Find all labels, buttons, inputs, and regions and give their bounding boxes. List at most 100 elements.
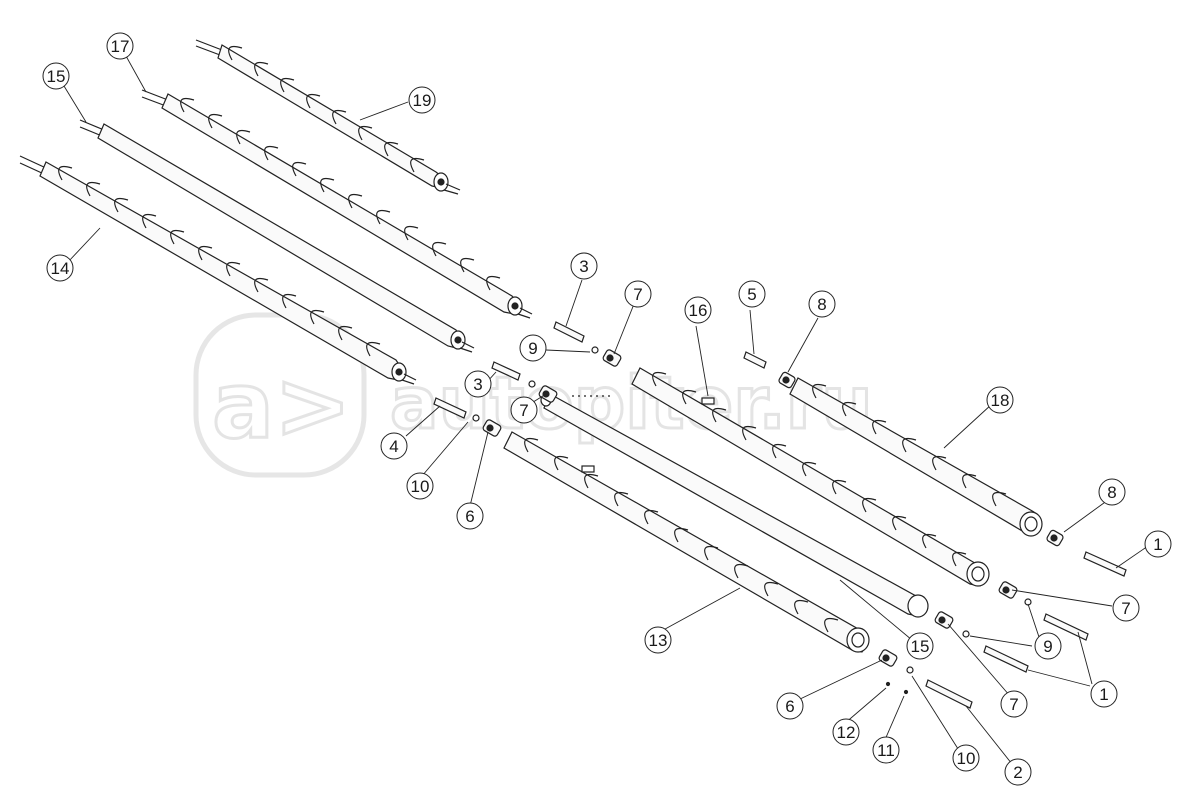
callout-number: 10 <box>957 749 976 768</box>
callout-18: 18 <box>986 386 1014 414</box>
callout-circle <box>1004 758 1032 786</box>
pin-1-middle <box>1043 613 1089 641</box>
callout-7: 7 <box>1000 690 1028 718</box>
callout-circle <box>624 280 652 308</box>
callout-circle <box>408 86 436 114</box>
auger-shaft-16 <box>631 367 990 587</box>
callout-7: 7 <box>1112 594 1140 622</box>
callout-number: 3 <box>579 257 588 276</box>
callout-number: 7 <box>633 285 642 304</box>
callout-circle <box>1144 530 1172 558</box>
callout-3: 3 <box>464 370 492 398</box>
callout-6: 6 <box>456 502 484 530</box>
callout-number: 1 <box>1099 685 1108 704</box>
callout-circle <box>832 718 860 746</box>
callout-19: 19 <box>408 86 436 114</box>
bushing-6-lower <box>878 649 898 667</box>
callout-6: 6 <box>776 692 804 720</box>
callout-number: 16 <box>689 301 708 320</box>
callout-circle <box>986 386 1014 414</box>
callout-circle <box>906 632 934 660</box>
callout-8: 8 <box>1098 478 1126 506</box>
callout-5: 5 <box>738 280 766 308</box>
bushing-7-upper <box>602 349 622 367</box>
callout-number: 15 <box>47 67 66 86</box>
plain-tube-15-lower <box>540 393 929 618</box>
callout-number: 7 <box>519 401 528 420</box>
callout-number: 9 <box>528 339 537 358</box>
screw-11 <box>903 689 909 695</box>
callout-13: 13 <box>644 626 672 654</box>
callout-circle <box>1090 680 1118 708</box>
bushing-7-right <box>998 581 1018 599</box>
callout-circle <box>738 280 766 308</box>
callout-8: 8 <box>808 290 836 318</box>
bushing-7-lower <box>934 611 954 629</box>
callout-3: 3 <box>570 252 598 280</box>
callout-10: 10 <box>952 744 980 772</box>
callout-circle <box>684 296 712 324</box>
leader-lines <box>63 55 1149 765</box>
callout-1: 1 <box>1144 530 1172 558</box>
callout-number: 1 <box>1153 535 1162 554</box>
callout-number: 17 <box>111 37 130 56</box>
callout-circle <box>872 736 900 764</box>
auger-shaft-13 <box>503 431 870 653</box>
callout-circle <box>106 32 134 60</box>
ring-9-middle <box>528 380 536 388</box>
auger-shaft-19 <box>195 39 461 195</box>
bushing-8-upper <box>778 371 796 389</box>
watermark-brand-text: autopiter.ru <box>390 361 873 445</box>
callout-number: 19 <box>413 91 432 110</box>
auger-shaft-18 <box>789 377 1043 537</box>
callout-circle <box>1112 594 1140 622</box>
callout-number: 8 <box>817 295 826 314</box>
pin-3-middle <box>491 361 521 381</box>
plain-tube-15-upper <box>79 119 475 353</box>
callout-14: 14 <box>46 254 74 282</box>
watermark-logo-glyph: a> <box>212 352 351 459</box>
callout-number: 11 <box>877 741 895 760</box>
callout-number: 7 <box>1121 599 1130 618</box>
ring-9-lower <box>962 630 970 638</box>
auger-shaft-17 <box>141 89 533 319</box>
callout-number: 18 <box>991 391 1010 410</box>
callout-circle <box>644 626 672 654</box>
callout-10: 10 <box>406 472 434 500</box>
callout-16: 16 <box>684 296 712 324</box>
callout-circle <box>570 252 598 280</box>
callout-number: 2 <box>1013 763 1022 782</box>
callout-number: 15 <box>911 637 930 656</box>
pin-3-upper <box>553 321 585 343</box>
callout-17: 17 <box>106 32 134 60</box>
callout-number: 3 <box>473 375 482 394</box>
callout-number: 7 <box>1009 695 1018 714</box>
callout-circle <box>456 502 484 530</box>
pin-2 <box>925 679 973 709</box>
callout-circle <box>406 472 434 500</box>
callout-circle <box>464 370 492 398</box>
callout-number: 6 <box>465 507 474 526</box>
callout-number: 8 <box>1107 483 1116 502</box>
callout-11: 11 <box>872 736 900 764</box>
auger-shaft-14 <box>19 155 417 385</box>
callout-1: 1 <box>1090 680 1118 708</box>
callout-circle <box>519 334 547 362</box>
pin-4 <box>433 397 467 419</box>
callout-number: 10 <box>411 477 430 496</box>
callout-9: 9 <box>1034 632 1062 660</box>
callout-number: 9 <box>1043 637 1052 656</box>
callout-4: 4 <box>380 432 408 460</box>
callout-7: 7 <box>624 280 652 308</box>
pin-1-upper <box>1083 551 1127 577</box>
callout-15: 15 <box>42 62 70 90</box>
callout-circle <box>1000 690 1028 718</box>
callout-circle <box>776 692 804 720</box>
callout-9: 9 <box>519 334 547 362</box>
callout-circle <box>1034 632 1062 660</box>
callout-number: 4 <box>389 437 398 456</box>
callout-12: 12 <box>832 718 860 746</box>
